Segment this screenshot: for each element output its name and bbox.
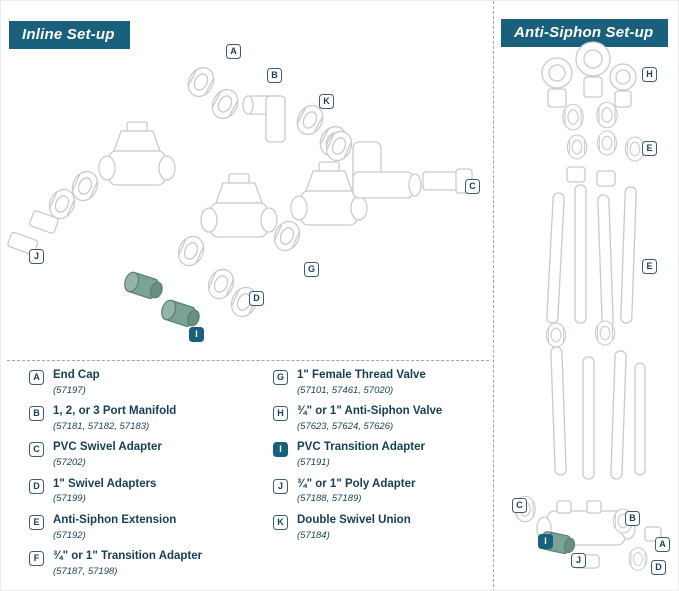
legend-column-1: A End Cap (57197) B 1, 2, or 3 Port Mani… (29, 369, 267, 577)
legend-badge-h: H (273, 406, 288, 422)
legend-badge-f: F (29, 550, 44, 566)
pvc-transition-adapter-parts (121, 269, 203, 330)
legend-name: End Cap (53, 369, 100, 381)
legend-item-anti-siphon-extension: E Anti-Siphon Extension (57192) (29, 514, 267, 541)
legend-item-female-thread-valve: G 1" Female Thread Valve (57101, 57461, … (273, 369, 489, 396)
part-badge-d: D (249, 291, 264, 306)
legend-part-numbers: (57197) (53, 384, 86, 396)
legend-badge-b: B (29, 406, 44, 422)
legend-item-double-swivel-union: K Double Swivel Union (57184) (273, 514, 489, 541)
part-badge-a-right: A (655, 537, 670, 552)
legend-badge-a: A (29, 370, 44, 385)
inline-setup-header: Inline Set-up (9, 21, 130, 49)
legend-badge-i-filled: I (273, 442, 288, 458)
legend-part-numbers: (57192) (53, 529, 86, 541)
part-badge-j-right: J (571, 553, 586, 568)
part-badge-c-right: C (512, 498, 527, 513)
part-badge-i-filled: I (189, 327, 204, 342)
legend-name: PVC Transition Adapter (297, 441, 426, 454)
part-badge-b: B (267, 68, 282, 83)
legend-item-poly-adapter: J ¾" or 1" Poly Adapter (57188, 57189) (273, 478, 489, 505)
inline-diagram-illustration (7, 62, 473, 330)
part-badge-e-2: E (642, 259, 657, 274)
legend-item-pvc-swivel-adapter: C PVC Swivel Adapter (57202) (29, 441, 267, 468)
legend-part-numbers: (57184) (297, 529, 330, 541)
legend-name: Double Swivel Union (297, 513, 411, 526)
legend-part-numbers: (57181, 57182, 57183) (53, 420, 150, 432)
part-badge-k: K (319, 94, 334, 109)
legend-item-pvc-transition-adapter: I PVC Transition Adapter (57191) (273, 441, 489, 468)
horizontal-dashed-divider (7, 360, 489, 361)
legend-name: ¾" or 1" Poly Adapter (297, 477, 416, 490)
legend-badge-k: K (273, 514, 288, 530)
legend-part-numbers: (57202) (53, 457, 86, 469)
legend-part-numbers: (57191) (297, 457, 330, 469)
legend-item-transition-adapter: F ¾" or 1" Transition Adapter (57187, 57… (29, 550, 267, 577)
part-badge-a: A (226, 44, 241, 59)
anti-siphon-setup-header: Anti-Siphon Set-up (501, 19, 669, 47)
legend-badge-j: J (273, 478, 288, 494)
legend-part-numbers: (57187, 57198) (53, 565, 118, 577)
legend-item-anti-siphon-valve: H ¾" or 1" Anti-Siphon Valve (57623, 576… (273, 405, 489, 432)
anti-siphon-parts-group (514, 41, 662, 571)
part-badge-h: H (642, 67, 657, 82)
legend-part-numbers: (57188, 57189) (297, 493, 362, 505)
legend-badge-e: E (29, 514, 44, 530)
legend-part-numbers: (57623, 57624, 57626) (297, 420, 394, 432)
part-badge-g: G (304, 262, 319, 277)
legend-item-end-cap: A End Cap (57197) (29, 369, 267, 396)
legend-name: Anti-Siphon Extension (53, 513, 177, 526)
legend-part-numbers: (57101, 57461, 57020) (297, 384, 394, 396)
part-badge-c: C (465, 179, 480, 194)
legend-name: ¾" or 1" Anti-Siphon Valve (297, 405, 443, 418)
legend-name: 1" Female Thread Valve (297, 369, 426, 381)
part-badge-j: J (29, 249, 44, 264)
legend-badge-g: G (273, 370, 288, 385)
part-badge-e-1: E (642, 141, 657, 156)
vertical-dashed-divider (493, 1, 494, 590)
legend-name: 1" Swivel Adapters (53, 477, 157, 490)
legend-name: 1, 2, or 3 Port Manifold (53, 405, 177, 418)
legend-badge-d: D (29, 478, 44, 494)
part-badge-d-right: D (651, 560, 666, 575)
part-badge-b-right: B (625, 511, 640, 526)
legend-badge-c: C (29, 442, 44, 458)
legend-column-2: G 1" Female Thread Valve (57101, 57461, … (273, 369, 489, 541)
anti-siphon-diagram-illustration (514, 41, 662, 571)
legend-name: PVC Swivel Adapter (53, 441, 162, 454)
legend-item-port-manifold: B 1, 2, or 3 Port Manifold (57181, 57182… (29, 405, 267, 432)
part-badge-i-right-filled: I (538, 534, 553, 549)
legend-name: ¾" or 1" Transition Adapter (53, 549, 203, 562)
legend-part-numbers: (57199) (53, 493, 86, 505)
inline-parts-group (7, 62, 473, 322)
legend-item-swivel-adapters: D 1" Swivel Adapters (57199) (29, 478, 267, 505)
